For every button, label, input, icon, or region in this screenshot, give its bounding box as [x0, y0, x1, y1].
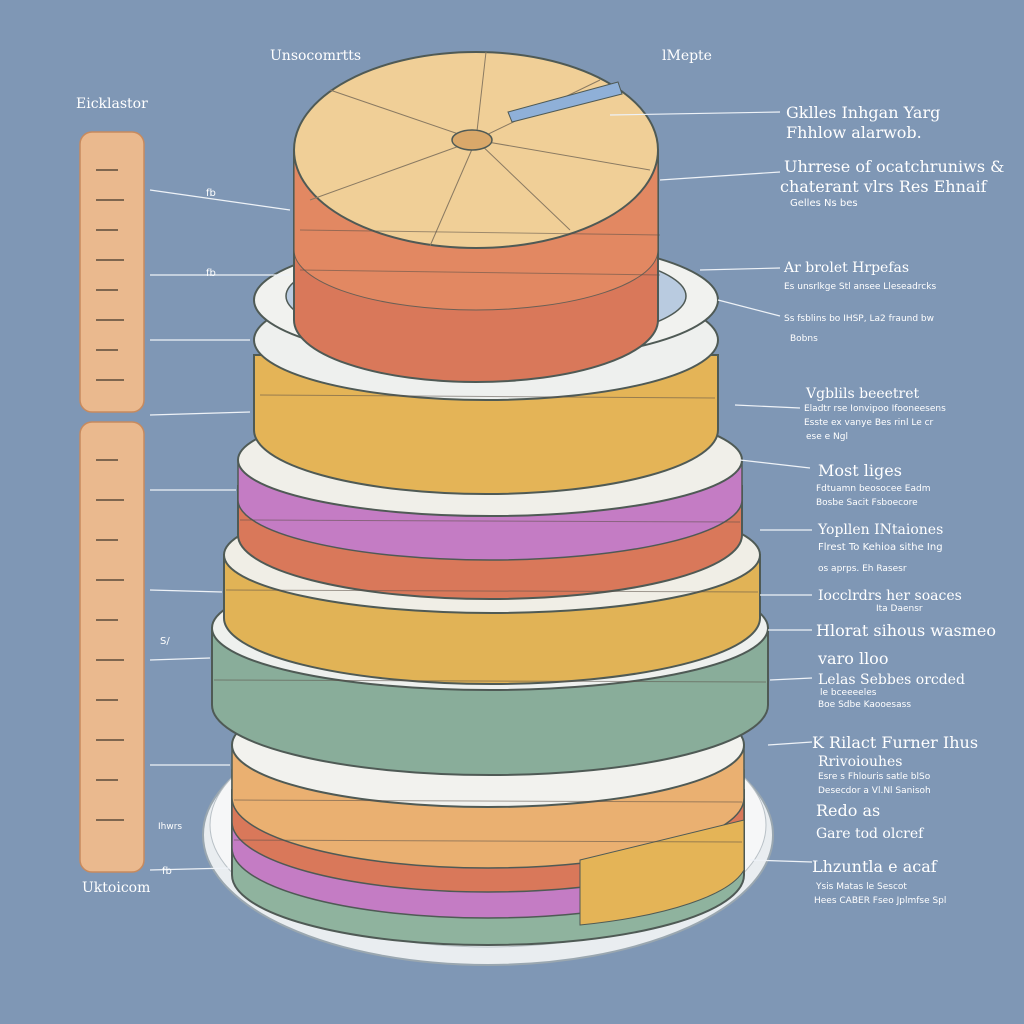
label-left-title: Eicklastor [76, 96, 148, 112]
annotation-12-line-1: Ysis Matas le Sescot [816, 882, 907, 892]
tier-top [293, 51, 659, 383]
annotation-6-title: Yopllen INtaiones [818, 522, 944, 538]
annotation-4-line-3: ese e Ngl [806, 432, 848, 442]
annotation-4-line-2: Esste ex vanye Bes rinl Le cr [804, 418, 934, 428]
leader-lines [149, 111, 813, 871]
left-ruler-bottom [79, 421, 145, 873]
annotation-7-line: Ita Daensr [876, 604, 923, 614]
annotation-3-line-3: Bobns [790, 334, 818, 344]
tier-bottom [231, 682, 745, 946]
annotation-5-line-2: Bosbe Sacit Fsboecore [816, 498, 918, 508]
side-mark-2: fb [206, 268, 216, 279]
annotation-9-line-1: le bceeeeles [820, 688, 877, 698]
side-mark-1: fb [206, 188, 216, 199]
annotation-8-line: varo lloo [818, 649, 889, 668]
ruler-ticks [96, 169, 124, 821]
label-bottom-left: Uktoicom [82, 880, 151, 896]
annotation-1-title: Gklles Inhgan Yarg [786, 103, 941, 122]
annotation-5-title: Most liges [818, 461, 902, 480]
annotation-6-line-2: os aprps. Eh Rasesr [818, 564, 907, 574]
label-top-right: lMepte [662, 48, 712, 64]
label-top-left: Unsocomrtts [270, 48, 362, 64]
tier-texture-lines [213, 229, 767, 843]
annotation-1-line: Fhhlow alarwob. [786, 123, 922, 142]
side-mark-4: fb [162, 866, 172, 877]
annotation-9-title: Lelas Sebbes orcded [818, 672, 965, 688]
annotation-10-line-3: Desecdor a Vl.Nl Sanisoh [818, 786, 931, 796]
annotation-4-line-1: Eladtr rse Ionvipoo Ifooneesens [804, 404, 946, 414]
annotation-3-line-1: Es unsrlkge Stl ansee Lleseadrcks [784, 282, 937, 292]
annotation-12-title: Lhzuntla e acaf [812, 857, 937, 876]
left-ruler-top [79, 131, 145, 413]
side-mark-3: S/ [160, 636, 170, 647]
annotation-3-line-2: Ss fsblins bo IHSP, La2 fraund bw [784, 314, 935, 324]
annotation-8-title: Hlorat sihous wasmeo [816, 621, 996, 640]
annotation-12-line-2: Hees CABER Fseo Jplmfse Spl [814, 896, 947, 906]
side-mark-5: Ihwrs [158, 822, 183, 832]
annotation-11-line: Gare tod olcref [816, 826, 924, 842]
annotation-3-title: Ar brolet Hrpefas [784, 260, 910, 276]
annotation-5-line-1: Fdtuamn beosocee Eadm [816, 484, 931, 494]
annotation-10-line-2: Esre s Fhlouris satle blSo [818, 772, 931, 782]
annotation-2-line: chaterant vlrs Res Ehnaif [780, 177, 987, 196]
annotation-9-line-2: Boe Sdbe Kaooesass [818, 700, 912, 710]
annotation-6-line-1: Flrest To Kehioa sithe Ing [818, 542, 943, 553]
annotation-11-title: Redo as [816, 801, 881, 820]
annotation-4-title: Vgblils beeetret [806, 386, 920, 402]
annotation-7-title: Iocclrdrs her soaces [818, 588, 962, 604]
annotation-10-line-1: Rrivoiouhes [818, 754, 903, 770]
annotation-10-title: K Rilact Furner Ihus [812, 733, 979, 752]
annotation-2-sub: Gelles Ns bes [790, 198, 858, 209]
annotation-2-title: Uhrrese of ocatchruniws & [784, 157, 1005, 176]
